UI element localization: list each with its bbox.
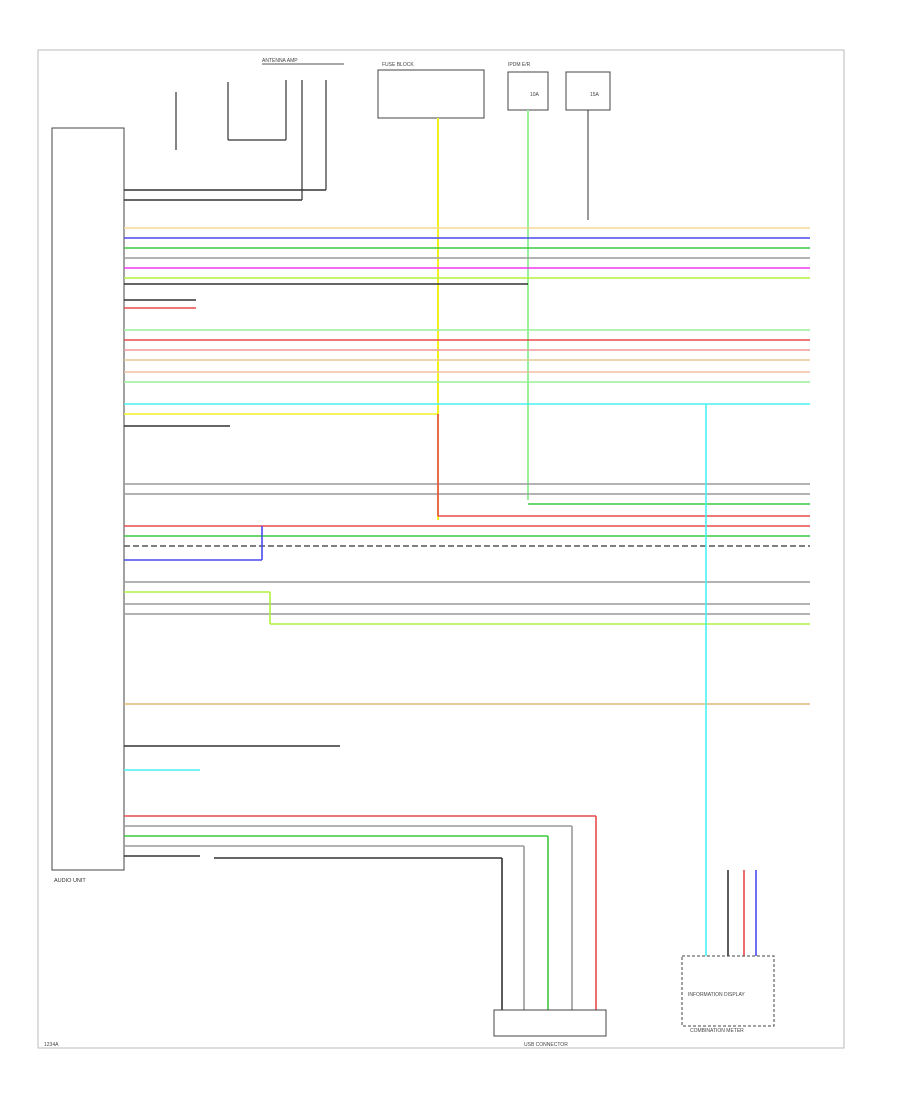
fuse-15a-label: 15A [590,92,600,98]
antenna-amp-label: ANTENNA AMP [262,58,298,64]
fuse-block-label: FUSE BLOCK [382,62,414,68]
usb-connector-label: USB CONNECTOR [524,1042,568,1048]
combination-meter-box [681,955,775,1027]
fuse-15a-box [565,71,611,111]
combination-meter-label: COMBINATION METER [690,1028,744,1034]
fuse-block-box [377,69,485,119]
fuse-10a-label: 10A [530,92,540,98]
usb-connector-box [493,1009,607,1037]
middle-vertical-wires [261,404,757,1010]
harness-lines [124,189,810,859]
combination-meter-inner-text: INFORMATION DISPLAY [688,992,745,998]
diagram-frame [37,49,845,1049]
ipdm-label: IPDM E/R [508,62,531,68]
top-components: FUSE BLOCK IPDM E/R 15A 10A ANTENNA AMP [262,58,611,119]
audio-unit-label: AUDIO UNIT [54,878,86,884]
top-vertical-wires [175,80,589,520]
ipdm-box [507,71,549,111]
audio-unit-box [51,127,125,871]
corner-code: 1234A [44,1042,59,1048]
